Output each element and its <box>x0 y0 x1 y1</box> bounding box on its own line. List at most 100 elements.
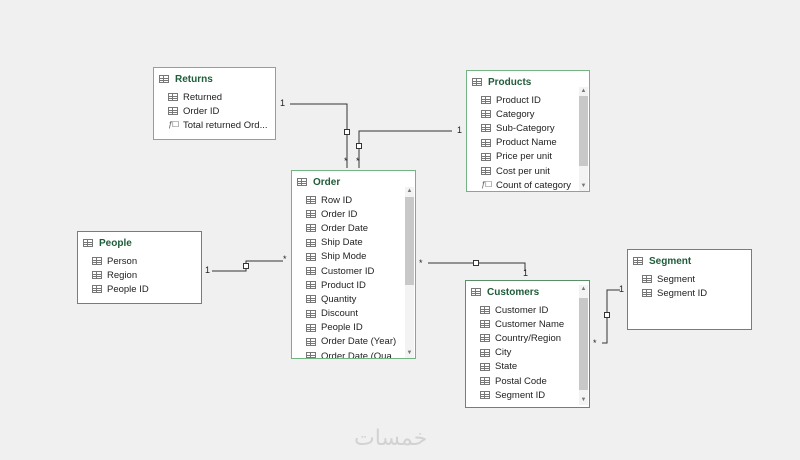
scroll-down-arrow-icon[interactable]: ▼ <box>406 350 413 356</box>
scrollbar-thumb[interactable] <box>579 96 588 166</box>
table-header[interactable]: Returns <box>154 68 275 90</box>
field-row[interactable]: Ship Date <box>292 236 415 250</box>
table-field-icon <box>642 289 652 298</box>
table-field-icon <box>306 309 316 318</box>
relationship-returns-order[interactable] <box>290 103 350 168</box>
relationship-order-customers[interactable] <box>428 260 526 272</box>
cardinality-label: 1 <box>205 265 211 275</box>
table-field-icon <box>92 257 102 266</box>
field-row[interactable]: Customer Name <box>466 317 589 331</box>
field-row[interactable]: Returned <box>154 90 275 104</box>
table-field-icon <box>168 107 178 116</box>
field-row[interactable]: People ID <box>78 282 201 296</box>
cardinality-label: * <box>283 254 287 264</box>
field-row[interactable]: Row ID <box>292 193 415 207</box>
cardinality-label: 1 <box>619 284 625 294</box>
field-row[interactable]: Order ID <box>292 207 415 221</box>
table-field-icon <box>480 306 490 315</box>
field-row[interactable]: Segment ID <box>628 286 751 300</box>
table-header[interactable]: Customers <box>466 281 589 303</box>
field-row[interactable]: Product Name <box>467 136 589 150</box>
table-field-icon <box>480 362 490 371</box>
field-row[interactable]: Sub-Category <box>467 121 589 135</box>
field-row[interactable]: Segment ID <box>466 388 589 402</box>
field-row[interactable]: City <box>466 346 589 360</box>
field-row[interactable]: Product ID <box>292 278 415 292</box>
field-row[interactable]: Cost per unit <box>467 164 589 178</box>
scroll-down-arrow-icon[interactable]: ▼ <box>580 397 587 403</box>
field-label: Order Date (Qua... <box>321 350 400 359</box>
field-row[interactable]: Product ID <box>467 93 589 107</box>
field-label: Row ID <box>321 194 353 206</box>
field-row[interactable]: ƒ☐Total returned Ord... <box>154 118 275 132</box>
table-icon <box>159 75 169 83</box>
scrollbar[interactable]: ▲ ▼ <box>405 187 414 358</box>
field-row[interactable]: Order ID <box>154 104 275 118</box>
scroll-down-arrow-icon[interactable]: ▼ <box>580 183 587 189</box>
field-row[interactable]: Postal Code <box>466 374 589 388</box>
field-row[interactable]: Order Date (Qua... <box>292 349 415 359</box>
scroll-up-arrow-icon[interactable]: ▲ <box>580 88 587 94</box>
relationship-products-order[interactable] <box>356 130 453 168</box>
scrollbar[interactable]: ▲ ▼ <box>579 87 588 191</box>
table-field-icon <box>480 334 490 343</box>
cardinality-label: * <box>344 156 348 166</box>
table-field-icon <box>168 93 178 102</box>
table-field-icon <box>306 323 316 332</box>
field-row[interactable]: People ID <box>292 321 415 335</box>
table-field-icon <box>306 267 316 276</box>
scrollbar-thumb[interactable] <box>579 298 588 390</box>
field-row[interactable]: Discount <box>292 307 415 321</box>
field-row[interactable]: Region <box>78 268 201 282</box>
field-label: Customer Name <box>495 318 565 330</box>
table-field-icon <box>306 281 316 290</box>
field-label: Returned <box>183 91 223 103</box>
field-row[interactable]: Price per unit <box>467 150 589 164</box>
table-title: Returns <box>175 73 213 85</box>
field-row[interactable]: Segment <box>628 272 751 286</box>
field-row[interactable]: Order Date (Year) <box>292 335 415 349</box>
field-row[interactable]: ƒ☐Count of category <box>467 178 589 191</box>
field-row[interactable]: Category <box>467 107 589 121</box>
table-icon <box>472 78 482 86</box>
field-row[interactable]: State <box>466 360 589 374</box>
field-label: Segment <box>657 273 696 285</box>
table-header[interactable]: Order <box>292 171 415 193</box>
table-field-icon <box>481 167 491 176</box>
table-field-icon <box>306 210 316 219</box>
table-header[interactable]: People <box>78 232 201 254</box>
relationship-customers-segment[interactable] <box>602 289 620 344</box>
scroll-up-arrow-icon[interactable]: ▲ <box>580 286 587 292</box>
field-label: Sub-Category <box>496 122 555 134</box>
field-label: Order Date <box>321 222 368 234</box>
table-title: People <box>99 237 132 249</box>
cardinality-label: 1 <box>280 98 286 108</box>
field-row[interactable]: Person <box>78 254 201 268</box>
field-label: Discount <box>321 308 358 320</box>
table-header[interactable]: Segment <box>628 250 751 272</box>
field-row[interactable]: Customer ID <box>466 303 589 317</box>
table-field-icon <box>306 224 316 233</box>
field-label: Product Name <box>496 137 557 149</box>
field-row[interactable]: Quantity <box>292 292 415 306</box>
field-row[interactable]: Ship Mode <box>292 250 415 264</box>
scroll-up-arrow-icon[interactable]: ▲ <box>406 188 413 194</box>
field-row[interactable]: Customer ID <box>292 264 415 278</box>
table-field-icon <box>481 110 491 119</box>
table-field-icon <box>92 271 102 280</box>
scrollbar[interactable]: ▲ ▼ <box>579 285 588 405</box>
scrollbar-thumb[interactable] <box>405 197 414 285</box>
table-header[interactable]: Products <box>467 71 589 93</box>
field-row[interactable]: Country/Region <box>466 331 589 345</box>
field-row[interactable]: Order Date <box>292 221 415 235</box>
cardinality-label: 1 <box>457 125 463 135</box>
relationship-people-order[interactable] <box>212 260 283 272</box>
field-label: Order Date (Year) <box>321 336 397 348</box>
field-label: People ID <box>107 283 149 295</box>
